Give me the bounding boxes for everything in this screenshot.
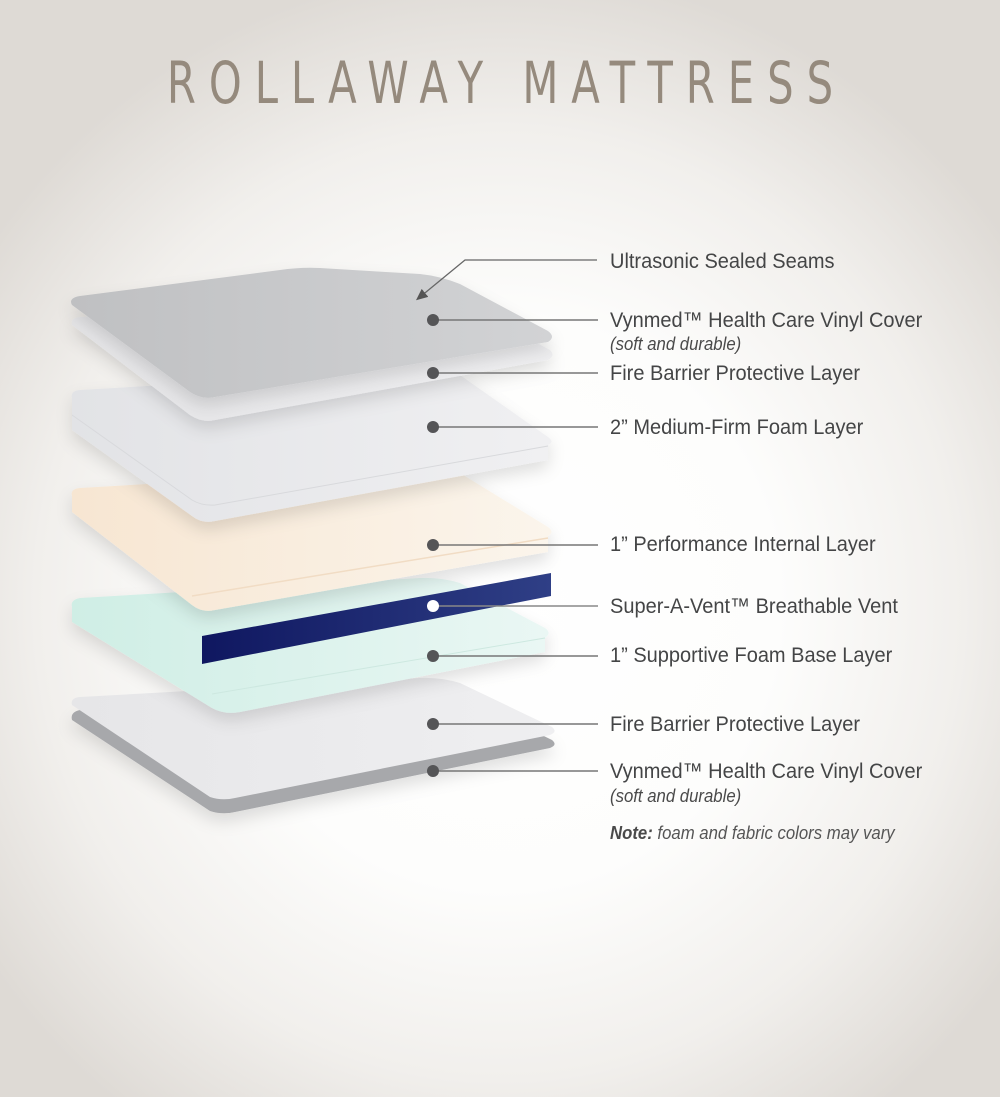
note-prefix: Note: — [610, 823, 653, 843]
dot-icon — [427, 314, 439, 326]
label-breathable-vent: Super-A-Vent™ Breathable Vent — [610, 594, 898, 618]
dot-icon — [427, 539, 439, 551]
color-note: Note: foam and fabric colors may vary — [610, 823, 895, 844]
dot-icon — [427, 650, 439, 662]
callout-bottom-cover — [427, 765, 598, 777]
dot-icon — [427, 367, 439, 379]
callout-top-fire — [427, 367, 598, 379]
label-top-fire-barrier: Fire Barrier Protective Layer — [610, 361, 861, 385]
layer-breathable-vent — [202, 573, 551, 664]
dot-icon — [427, 421, 439, 433]
label-ultrasonic-sealed-seams: Ultrasonic Sealed Seams — [610, 249, 835, 273]
label-performance-layer: 1” Performance Internal Layer — [610, 532, 876, 556]
page-title: ROLLAWAY MATTRESS — [166, 49, 847, 117]
dot-icon — [427, 718, 439, 730]
label-base-foam: 1” Supportive Foam Base Layer — [610, 643, 893, 667]
sublabel-bottom-vinyl-cover: (soft and durable) — [610, 786, 742, 806]
white-dot-icon — [427, 600, 439, 612]
layer-top-vinyl-cover — [71, 267, 552, 398]
callout-performance — [427, 539, 598, 551]
layer-bottom-fire-barrier — [71, 677, 555, 800]
sublabel-top-vinyl-cover: (soft and durable) — [610, 334, 742, 354]
callout-seams — [415, 259, 597, 301]
callout-foam-2in — [427, 421, 598, 433]
callout-vent — [427, 600, 598, 612]
callout-top-cover — [427, 314, 598, 326]
callout-bottom-fire — [427, 718, 598, 730]
label-medium-firm-foam: 2” Medium-Firm Foam Layer — [610, 415, 864, 439]
note-text: foam and fabric colors may vary — [652, 823, 895, 843]
label-bottom-vinyl-cover: Vynmed™ Health Care Vinyl Cover — [610, 759, 923, 783]
label-bottom-fire-barrier: Fire Barrier Protective Layer — [610, 712, 861, 736]
label-top-vinyl-cover: Vynmed™ Health Care Vinyl Cover — [610, 308, 923, 332]
dot-icon — [427, 765, 439, 777]
callout-base — [427, 650, 598, 662]
